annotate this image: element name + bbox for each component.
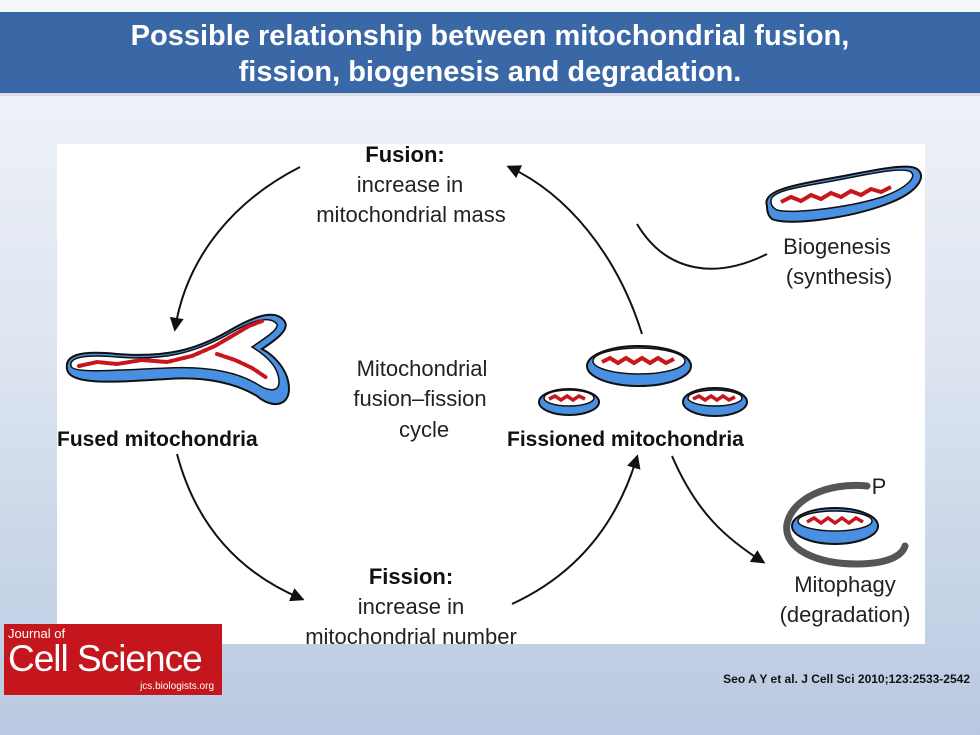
- fusion-line1: increase in: [357, 172, 463, 197]
- slide-title-line2: fission, biogenesis and degradation.: [238, 56, 742, 88]
- fusion-line2: mitochondrial mass: [316, 202, 506, 227]
- mitophagy-line2: (degradation): [780, 602, 911, 627]
- fissioned-label: Fissioned mitochondria: [507, 428, 744, 451]
- slide-title: Possible relationship between mitochondr…: [0, 12, 980, 96]
- biogenesis-line2: (synthesis): [786, 264, 892, 289]
- arrow-biogenesis: [636, 223, 768, 270]
- slide-title-line1: Possible relationship between mitochondr…: [130, 20, 850, 52]
- logo-line1: Journal of: [8, 626, 66, 641]
- cycle-line3: cycle: [399, 417, 449, 442]
- fusion-fission-diagram: Fusion: increase in mitochondrial mass B…: [57, 144, 922, 644]
- arrow-fusion-to-fused: [169, 166, 301, 332]
- cycle-line1: Mitochondrial: [357, 356, 488, 381]
- arrow-fissioned-to-fusion: [506, 165, 643, 335]
- fission-line2: mitochondrial number: [305, 624, 517, 644]
- biogenesis-line1: Biogenesis: [783, 234, 891, 259]
- cycle-line2: fusion–fission: [353, 386, 486, 411]
- arrow-mitophagy: [671, 455, 766, 564]
- citation: Seo A Y et al. J Cell Sci 2010;123:2533-…: [723, 672, 970, 686]
- fused-label: Fused mitochondria: [57, 428, 258, 451]
- arrow-fused-to-fission: [176, 453, 305, 602]
- fusion-heading: Fusion:: [365, 144, 444, 167]
- diagram-panel: Fusion: increase in mitochondrial mass B…: [57, 144, 925, 644]
- fission-line1: increase in: [358, 594, 464, 619]
- fissioned-mitochondria-icon: [538, 345, 748, 417]
- arrow-fission-to-fissioned: [511, 454, 641, 605]
- fused-mitochondria-icon: [65, 313, 291, 405]
- phosphate-label: P: [872, 474, 887, 499]
- mitophagy-icon: [783, 481, 909, 568]
- journal-logo: Journal of Cell Science jcs.biologists.o…: [4, 624, 222, 695]
- biogenesis-mitochondrion-icon: [765, 165, 922, 223]
- logo-line2: Cell Science: [8, 638, 203, 679]
- fission-heading: Fission:: [369, 564, 453, 589]
- mitophagy-line1: Mitophagy: [794, 572, 896, 597]
- logo-line3: jcs.biologists.org: [140, 681, 214, 692]
